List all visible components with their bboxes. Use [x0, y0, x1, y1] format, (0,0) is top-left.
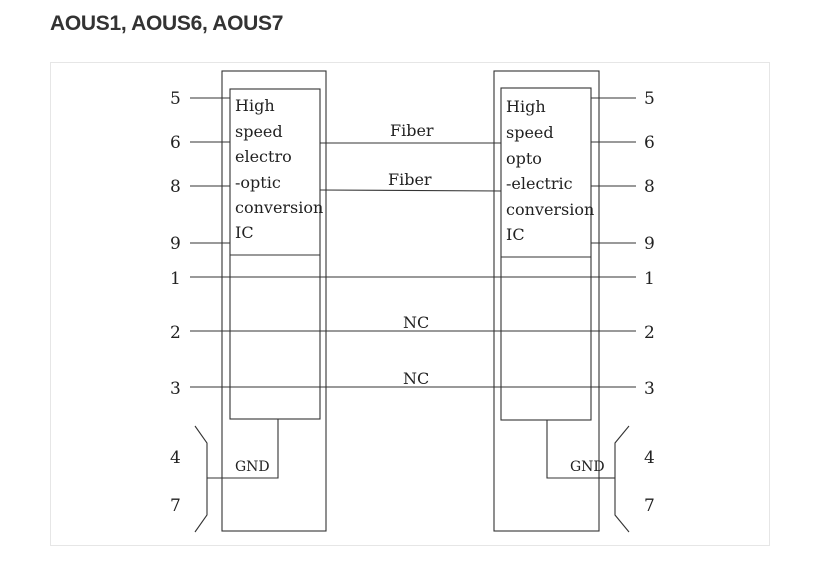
right-pin-number: 5 [644, 89, 655, 109]
right-ic-text-line-5: conversion [506, 200, 594, 219]
nc-label-2: NC [403, 369, 429, 388]
fiber-link-2 [319, 189, 502, 192]
left-module-outer [221, 70, 327, 532]
left-pin-number: 6 [170, 133, 181, 153]
left-ic-text-line-2: speed [235, 122, 283, 141]
left-pin-4-7-bracket [194, 425, 208, 533]
left-ic-text-line-3: electro [235, 147, 292, 166]
nc-label-1: NC [403, 313, 429, 332]
right-ic-text-line-1: High [506, 97, 546, 116]
left-pin-number: 3 [170, 379, 181, 399]
right-pin-4-7-bracket [614, 425, 630, 533]
left-pin-number: 7 [170, 496, 181, 516]
right-pin-number: 8 [644, 177, 655, 197]
right-pin-number: 4 [644, 448, 655, 468]
figure-frame [50, 62, 770, 546]
left-ic-text-line-4: -optic [235, 173, 281, 192]
right-ic-text-line-4: -electric [506, 174, 573, 193]
right-pin-number: 2 [644, 323, 655, 343]
left-pin-number: 5 [170, 89, 181, 109]
right-ic-text-line-3: opto [506, 149, 542, 168]
right-gnd-label: GND [570, 459, 605, 475]
left-gnd-label: GND [235, 459, 270, 475]
left-pin-number: 8 [170, 177, 181, 197]
right-pin-number: 1 [644, 269, 655, 289]
left-ic-text-line-1: High [235, 96, 275, 115]
left-pin-number: 1 [170, 269, 181, 289]
fiber-label-1: Fiber [390, 121, 434, 140]
right-module-inner [500, 87, 592, 421]
right-ic-text-line-2: speed [506, 123, 554, 142]
left-pin-number: 4 [170, 448, 181, 468]
left-pin-number: 9 [170, 234, 181, 254]
left-ic-text-line-6: IC [235, 223, 254, 242]
left-module-inner [229, 88, 321, 420]
right-gnd-wire [546, 420, 599, 479]
right-pin-number: 3 [644, 379, 655, 399]
fiber-label-2: Fiber [388, 170, 432, 189]
page-title: AOUS1, AOUS6, AOUS7 [50, 12, 284, 35]
left-gnd-wire [230, 419, 279, 479]
right-pin-number: 6 [644, 133, 655, 153]
right-ic-text-line-6: IC [506, 225, 525, 244]
right-pin-number: 9 [644, 234, 655, 254]
right-module-outer [493, 70, 600, 532]
left-ic-text-line-5: conversion [235, 198, 323, 217]
right-pin-number: 7 [644, 496, 655, 516]
left-pin-number: 2 [170, 323, 181, 343]
